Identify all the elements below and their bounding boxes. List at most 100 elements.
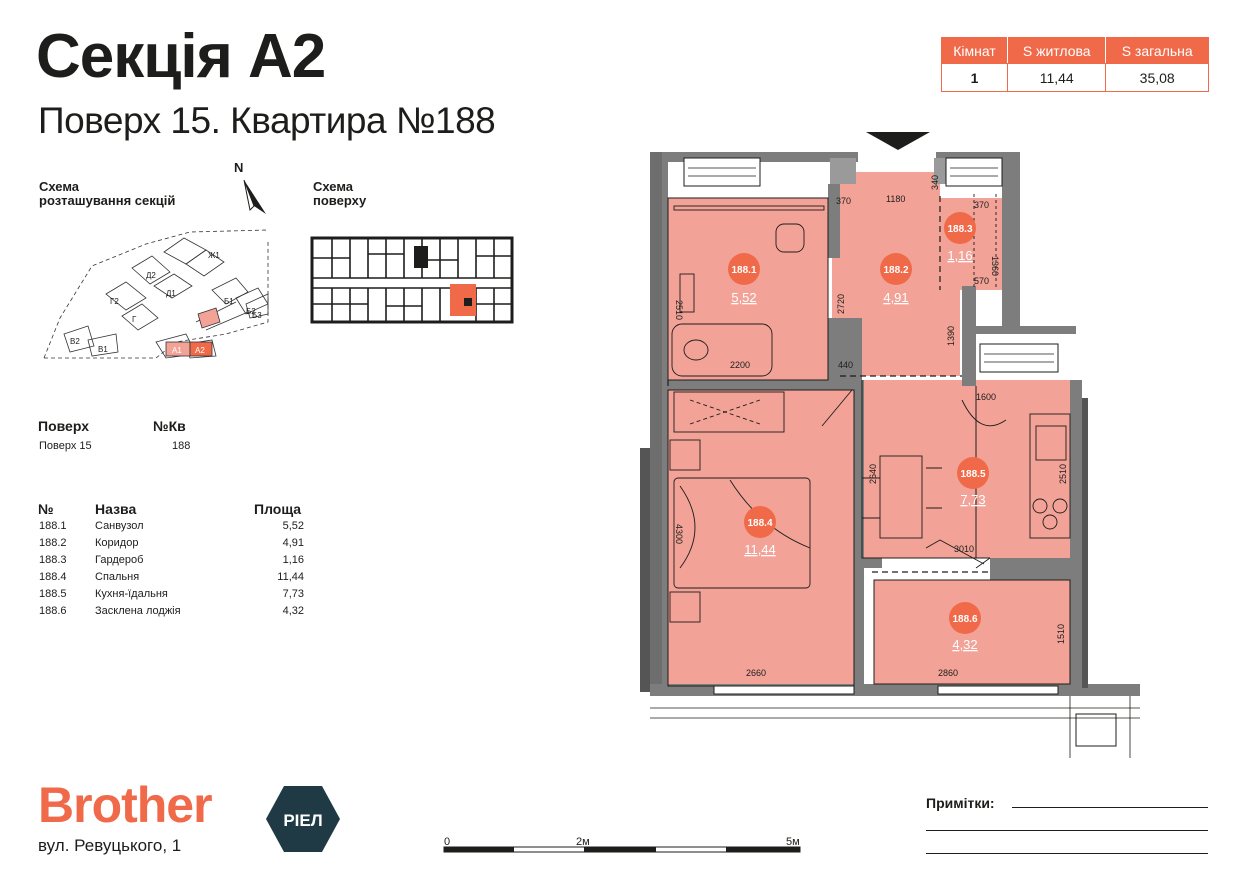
- site-label-d2: Д2: [146, 271, 156, 280]
- summary-rooms-value: 1: [940, 63, 1009, 92]
- room-name: Кухня-їдальня: [95, 588, 168, 600]
- dim-370-b: 370: [974, 200, 989, 210]
- room-area-188-3: 1,16: [947, 248, 972, 263]
- floor-value: Поверх 15: [39, 440, 92, 452]
- notes-line-1: [1012, 807, 1208, 808]
- room-fill-188-3: [940, 198, 1010, 290]
- north-label: N: [234, 160, 244, 175]
- dim-2640: 2640: [868, 464, 878, 484]
- dim-440: 440: [838, 360, 853, 370]
- room-area: 5,52: [282, 520, 304, 532]
- room-area-188-2: 4,91: [883, 290, 908, 305]
- summary-header-living-area: S житлова: [1007, 37, 1107, 64]
- room-badge-188-6: 188.6: [952, 614, 977, 625]
- table-row: 188.2 Коридор 4,91: [38, 537, 306, 554]
- room-name: Санвузол: [95, 520, 144, 532]
- table-row: 188.3 Гардероб 1,16: [38, 554, 306, 571]
- room-area: 4,32: [282, 605, 304, 617]
- site-label-zh1: Ж1: [208, 251, 220, 260]
- dim-1510: 1510: [1056, 624, 1066, 644]
- floor-scheme-label: Схема поверху: [313, 180, 366, 208]
- dim-570: 570: [974, 276, 989, 286]
- apartment-number-value: 188: [172, 440, 191, 452]
- room-name: Коридор: [95, 537, 139, 549]
- rooms-table-body: 188.1 Санвузол 5,52 188.2 Коридор 4,91 1…: [38, 520, 306, 622]
- dim-4300: 4300: [674, 524, 684, 544]
- notes-line-2: [926, 830, 1208, 831]
- dim-2200: 2200: [730, 360, 750, 370]
- room-badge-188-3: 188.3: [947, 224, 972, 235]
- room-name: Спальня: [95, 571, 140, 583]
- summary-header-total-area: S загальна: [1105, 37, 1209, 64]
- dim-1390: 1390: [946, 326, 956, 346]
- room-number: 188.4: [39, 571, 67, 583]
- dim-2860: 2860: [938, 668, 958, 678]
- dim-1360: 1360: [990, 256, 1000, 276]
- site-label-d1: Д1: [166, 289, 176, 298]
- dim-1180: 1180: [886, 194, 905, 204]
- room-area-188-4: 11,44: [744, 542, 776, 557]
- dim-340: 340: [930, 175, 940, 190]
- summary-header-rooms: Кімнат: [940, 37, 1009, 64]
- site-scheme-label-line1: Схема: [39, 179, 80, 194]
- room-badge-188-1: 188.1: [731, 265, 756, 276]
- site-label-v1: В1: [98, 345, 108, 354]
- apartment-subtitle: Поверх 15. Квартира №188: [38, 100, 496, 141]
- dim-2510-a: 2510: [674, 300, 684, 320]
- dim-2510-b: 2510: [1058, 464, 1068, 484]
- entrance-arrow-icon: [866, 132, 930, 150]
- section-title: Секція А2: [36, 22, 326, 91]
- room-area: 4,91: [282, 537, 304, 549]
- rooms-name-header: Назва: [95, 501, 137, 517]
- floor-scheme-label-line2: поверху: [313, 193, 367, 208]
- room-area-188-5: 7,73: [960, 492, 985, 507]
- dim-3010: 3010: [954, 544, 974, 554]
- room-number: 188.2: [39, 537, 67, 549]
- scale-bar: 0 2м 5м: [443, 836, 801, 853]
- notes-line-3: [926, 853, 1208, 854]
- room-area: 1,16: [282, 554, 304, 566]
- site-label-a2: А2: [195, 346, 205, 355]
- scale-mark-5m: 5м: [786, 836, 800, 848]
- room-area: 7,73: [282, 588, 304, 600]
- floor-scheme-label-line1: Схема: [313, 179, 354, 194]
- notes-label: Примітки:: [926, 795, 995, 811]
- riel-badge-icon: РІЕЛ: [266, 786, 340, 852]
- table-row: 188.6 Засклена лоджія 4,32: [38, 605, 306, 622]
- floor-scheme-map: [310, 236, 514, 324]
- site-label-b3: Б3: [252, 311, 262, 320]
- dim-370-a: 370: [836, 196, 851, 206]
- rooms-area-header: Площа: [254, 501, 302, 517]
- summary-table: Кімнат S житлова S загальна 1 11,44 35,0…: [940, 37, 1209, 92]
- dim-1600: 1600: [976, 392, 996, 402]
- summary-living-area-value: 11,44: [1007, 63, 1107, 92]
- room-number: 188.6: [39, 605, 67, 617]
- site-label-g: Г: [132, 315, 137, 324]
- room-badge-188-4: 188.4: [747, 518, 772, 529]
- north-arrow-icon: [243, 179, 266, 214]
- room-area-188-6: 4,32: [952, 637, 977, 652]
- room-number: 188.5: [39, 588, 67, 600]
- table-row: 188.1 Санвузол 5,52: [38, 520, 306, 537]
- site-scheme-map: Ж1 Д2 Д1 Г2 Г Б1 Б2 Б3 В2 В1 А1 А2: [43, 229, 269, 359]
- site-label-b1: Б1: [224, 297, 234, 306]
- scale-mark-0: 0: [444, 836, 450, 848]
- room-fill-188-1: [668, 198, 828, 380]
- site-label-b2: Б2: [246, 307, 256, 316]
- address: вул. Ревуцького, 1: [38, 836, 182, 855]
- room-badge-188-2: 188.2: [883, 265, 908, 276]
- room-number: 188.1: [39, 520, 67, 532]
- rooms-number-header: №: [38, 501, 54, 517]
- table-row: 188.5 Кухня-їдальня 7,73: [38, 588, 306, 605]
- site-label-v2: В2: [70, 337, 80, 346]
- site-label-a1: А1: [172, 346, 182, 355]
- riel-badge-text: РІЕЛ: [283, 811, 322, 830]
- apartment-number-header: №Кв: [153, 418, 186, 434]
- brand-logo: Brother: [38, 777, 213, 833]
- room-fill-188-4: [668, 390, 854, 686]
- room-name: Гардероб: [95, 554, 144, 566]
- site-scheme-label-line2: розташування секцій: [39, 193, 176, 208]
- apartment-plan: 370 1180 340 370 1360 570 2510 2720 1390…: [640, 132, 1140, 758]
- table-row: 188.4 Спальня 11,44: [38, 571, 306, 588]
- site-label-g2: Г2: [110, 297, 119, 306]
